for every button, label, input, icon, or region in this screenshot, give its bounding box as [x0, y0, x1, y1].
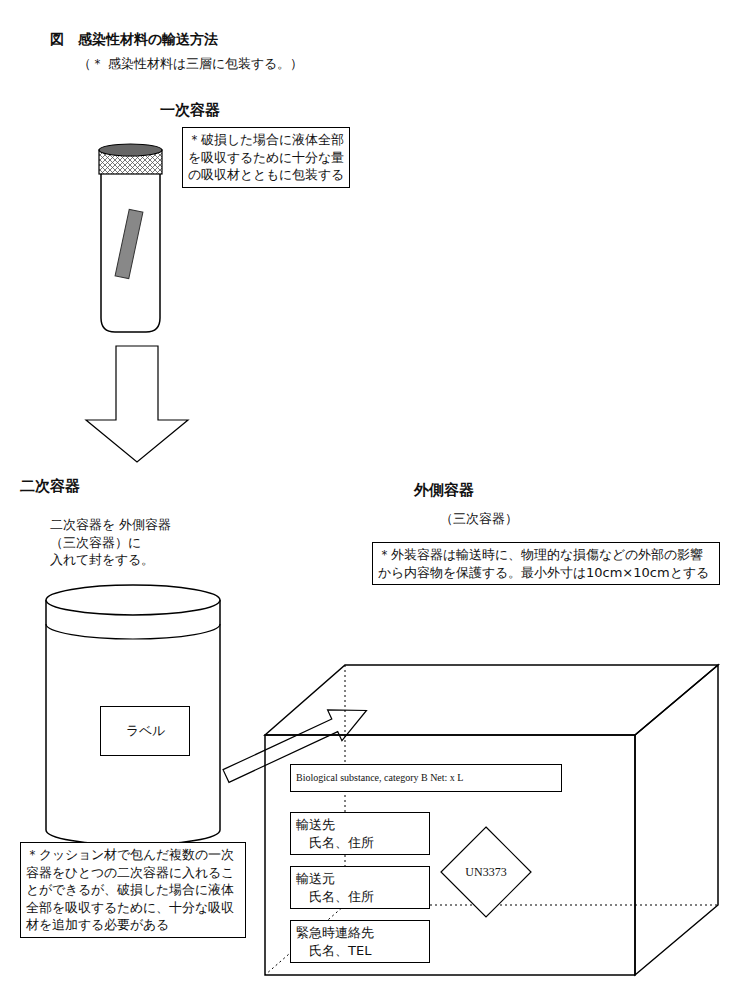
un-diamond: UN3373: [440, 826, 532, 918]
instruction-text: 二次容器を 外側容器（三次容器）に 入れて封をする。: [50, 516, 220, 569]
address-box: 輸送先氏名、住所: [290, 812, 430, 855]
section-heading: 二次容器: [20, 476, 80, 496]
secondary-container: [46, 585, 220, 845]
node-text: 輸送先: [296, 816, 424, 834]
note-box: ＊外装容器は輸送時に、物理的な損傷などの外部の影響から内容物を保護する。最小外寸…: [372, 542, 720, 585]
node-text: UN3373: [465, 864, 506, 880]
node-subtext: 氏名、住所: [296, 888, 424, 906]
outer-box: [265, 665, 718, 975]
contact-box: 緊急時連絡先氏名、TEL: [290, 920, 430, 963]
diamond-shape: [441, 827, 531, 917]
node-text: Biological substance, category B Net: x …: [296, 771, 463, 785]
node-text: ＊クッション材で包んだ複数の一次容器をひとつの二次容器に入れることができるが、破…: [26, 846, 240, 934]
marking-label: Biological substance, category B Net: x …: [290, 764, 562, 792]
node-text: ＊破損した場合に液体全部を吸収するために十分な量の吸収材とともに包装する: [188, 131, 344, 184]
label-box: ラベル: [100, 706, 190, 756]
section-heading: 一次容器: [160, 100, 220, 120]
section-subheading: （三次容器）: [440, 510, 518, 528]
address-box: 輸送元氏名、住所: [290, 866, 430, 909]
figure-title: 図 感染性材料の輸送方法: [50, 30, 218, 49]
subtitle-note: （＊ 感染性材料は三層に包装する。）: [78, 55, 303, 73]
node-subtext: 氏名、住所: [296, 834, 424, 852]
node-text: 緊急時連絡先: [296, 924, 424, 942]
node-text: ＊外装容器は輸送時に、物理的な損傷などの外部の影響から内容物を保護する。最小外寸…: [378, 546, 714, 581]
note-box: ＊クッション材で包んだ複数の一次容器をひとつの二次容器に入れることができるが、破…: [20, 842, 246, 938]
node-subtext: 氏名、TEL: [296, 942, 424, 960]
note-box: ＊破損した場合に液体全部を吸収するために十分な量の吸収材とともに包装する: [182, 127, 350, 188]
node-text: 輸送元: [296, 870, 424, 888]
section-heading: 外側容器: [414, 480, 474, 500]
node-text: ラベル: [126, 722, 165, 740]
primary-tube: [99, 144, 162, 332]
down-arrow: [86, 346, 188, 462]
